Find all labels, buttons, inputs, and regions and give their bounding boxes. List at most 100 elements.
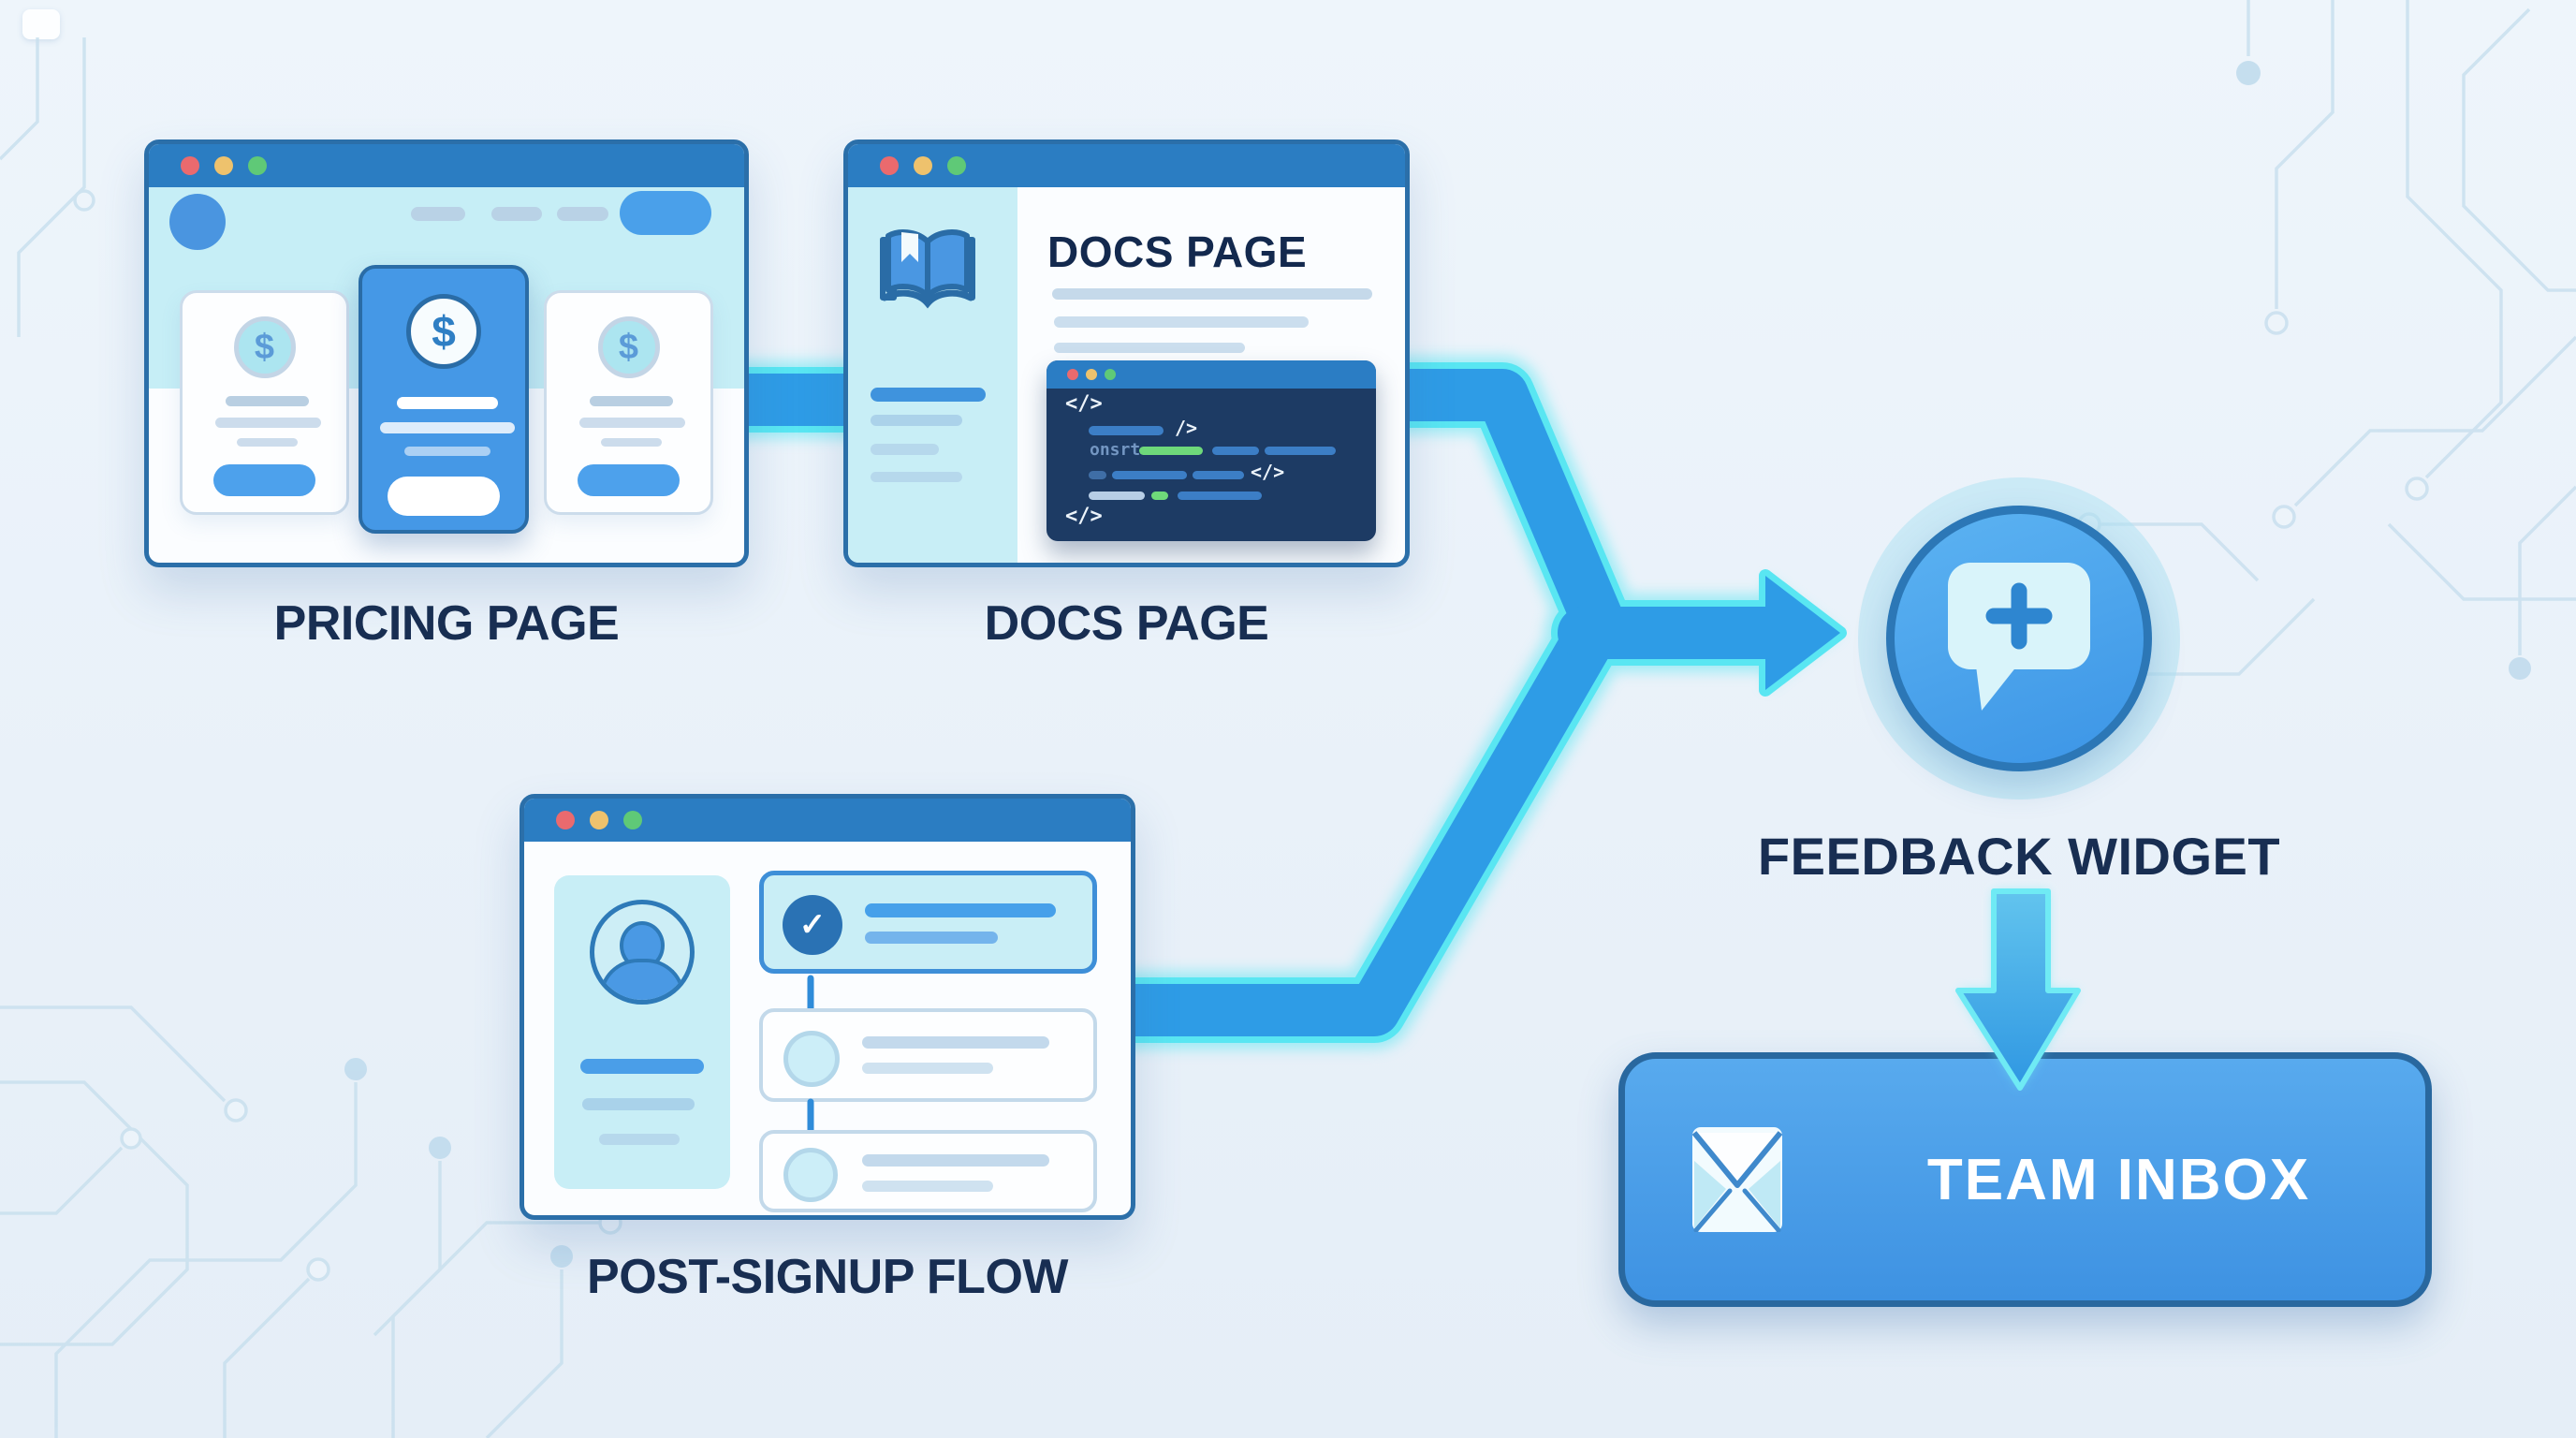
code-bar-green [1139,447,1203,455]
code-bar [1089,471,1106,479]
envelope-icon [1692,1127,1782,1232]
profile-panel [554,875,730,1189]
docs-page-heading: DOCS PAGE [1047,227,1308,276]
text-line-placeholder [237,438,298,447]
step-circle-icon [783,1031,840,1087]
code-bar [1089,426,1164,435]
step-line-placeholder [865,903,1056,917]
dollar-sign-icon: $ [406,294,481,369]
corner-chip-decoration [22,9,60,39]
traffic-light-yellow-icon [590,811,608,829]
checkmark-icon: ✓ [783,895,842,955]
code-snippet-window: </> /> onsrt </> </> [1046,360,1376,541]
traffic-light-yellow-icon [1086,369,1097,380]
docs-sidebar [848,187,1017,563]
text-line-placeholder [380,422,515,433]
plan-cta-button [388,477,500,516]
pricing-card-pro: $ [544,290,713,515]
code-keyword-token: onsrt [1090,440,1141,460]
step-line-placeholder [862,1036,1049,1049]
code-tag-token: /> [1175,417,1198,439]
plan-cta-button [578,464,680,496]
code-bar [1193,471,1244,479]
nav-link-placeholder [491,207,542,221]
traffic-light-red-icon [556,811,575,829]
traffic-light-yellow-icon [214,156,233,175]
step-line-placeholder [862,1154,1049,1167]
dollar-sign-icon: $ [233,316,296,378]
profile-line-strong [580,1059,704,1074]
paragraph-line-placeholder [1054,343,1245,353]
text-line-placeholder [601,438,662,447]
post-signup-flow-mockup: ✓ [520,794,1135,1220]
traffic-light-green-icon [248,156,267,175]
step-line-placeholder [862,1063,993,1074]
docs-page-mockup: DOCS PAGE </> /> onsrt </> [843,139,1410,567]
pricing-card-featured: $ [359,265,529,534]
nav-link-placeholder [557,207,608,221]
code-bar [1178,492,1262,500]
dollar-glyph: $ [432,307,456,356]
code-bar-green [1151,492,1168,500]
pricing-page-mockup: $ $ $ [144,139,749,567]
dollar-sign-icon: $ [597,316,660,378]
pricing-page-label: PRICING PAGE [273,596,620,651]
code-bar [1212,447,1259,455]
user-avatar-icon [590,900,695,1005]
paragraph-line-placeholder [1052,288,1372,300]
profile-line-placeholder [599,1134,680,1145]
text-line-placeholder [226,396,309,406]
code-body: </> /> onsrt </> </> [1046,389,1376,541]
post-signup-flow-label: POST-SIGNUP FLOW [587,1250,1068,1304]
pricing-titlebar [149,144,744,187]
code-tag-token: </> [1251,461,1285,483]
arrowhead-to-widget [1765,576,1840,690]
nav-link-placeholder [411,207,465,221]
traffic-light-red-icon [1067,369,1078,380]
onboarding-step-todo [759,1130,1097,1212]
plan-cta-button [213,464,315,496]
docs-titlebar [848,144,1405,187]
dollar-glyph: $ [254,327,275,367]
code-bar [1112,471,1187,479]
profile-line-placeholder [582,1098,695,1110]
sidebar-active-item [871,388,986,402]
sidebar-item-placeholder [871,444,939,455]
text-line-placeholder [590,396,673,406]
code-bar-light [1089,492,1145,500]
traffic-light-yellow-icon [914,156,932,175]
dollar-glyph: $ [618,327,639,367]
team-inbox-label: TEAM INBOX [1926,1147,2311,1212]
code-tag-token: </> [1065,505,1103,528]
text-line-placeholder [215,418,321,428]
onboarding-step-todo [759,1008,1097,1102]
feedback-widget-label: FEEDBACK WIDGET [1757,827,2281,886]
traffic-light-red-icon [880,156,899,175]
signup-titlebar [524,799,1131,842]
site-logo-circle [169,194,226,250]
traffic-light-green-icon [623,811,642,829]
check-glyph: ✓ [798,907,827,943]
traffic-light-green-icon [947,156,966,175]
traffic-light-red-icon [181,156,199,175]
text-line-placeholder [404,447,490,456]
docs-page-label: DOCS PAGE [984,596,1269,651]
arrow-widget-to-inbox [1955,888,2081,1091]
step-circle-icon [783,1148,838,1202]
step-line-placeholder [865,932,998,944]
feedback-widget-circle [1886,506,2152,771]
code-bar [1265,447,1336,455]
paragraph-line-placeholder [1054,316,1309,328]
code-titlebar [1046,360,1376,389]
sidebar-item-placeholder [871,472,962,482]
onboarding-step-done: ✓ [759,871,1097,974]
avatar-shoulders [599,959,685,1000]
step-line-placeholder [862,1181,993,1192]
pricing-card-basic: $ [180,290,349,515]
code-tag-token: </> [1065,392,1103,416]
traffic-light-green-icon [1105,369,1116,380]
signup-pill-button [620,191,711,235]
connector-docs-to-junction [1368,369,1623,644]
